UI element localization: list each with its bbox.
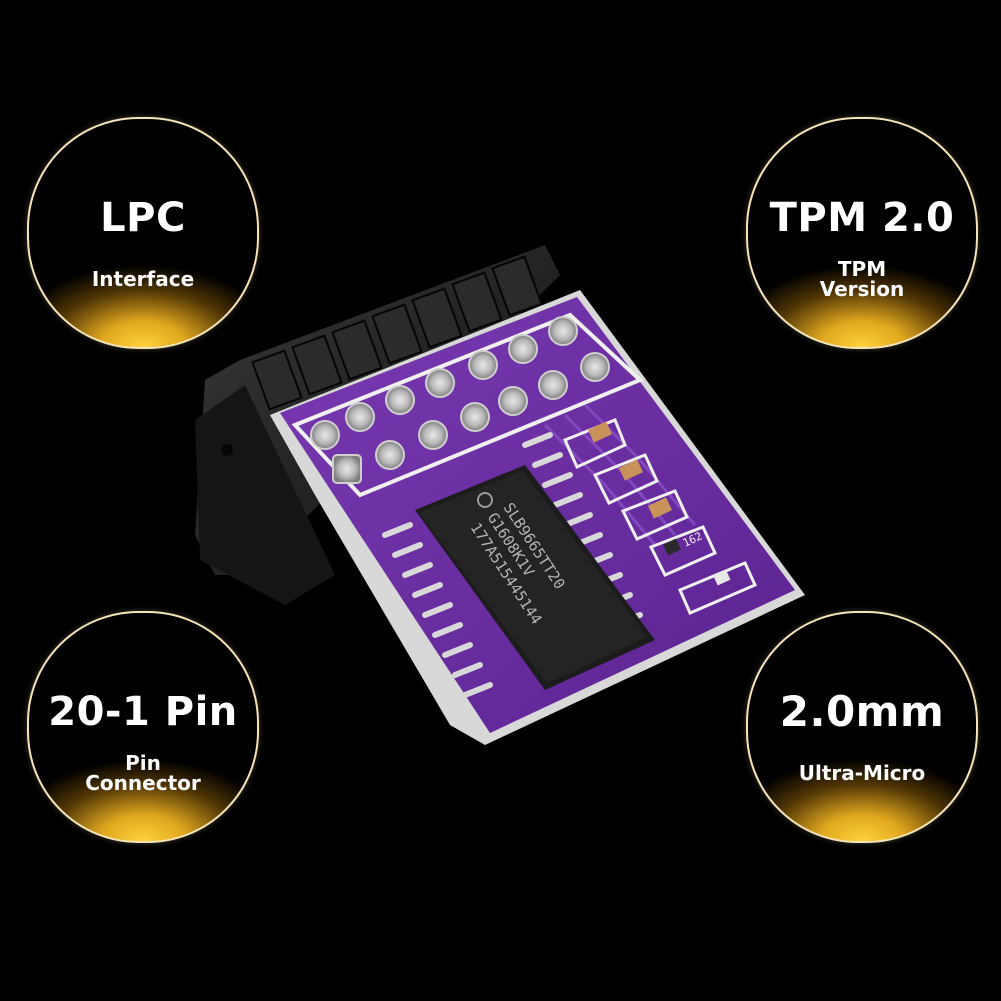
badge-title: 20-1 Pin xyxy=(48,689,238,735)
ultra-micro-badge: 2.0mm Ultra-Micro xyxy=(746,611,978,843)
badge-subtitle-line: Version xyxy=(819,277,905,301)
badge-title: TPM 2.0 xyxy=(769,195,955,241)
tpm-version-badge: TPM 2.0 TPM Version xyxy=(746,117,978,349)
badge-subtitle: Interface xyxy=(91,267,195,291)
tpm-module-image: 162 SLB9665TT20 xyxy=(195,245,805,745)
badge-title: LPC xyxy=(100,195,186,241)
pcb-board: 162 SLB9665TT20 xyxy=(270,290,805,745)
badge-subtitle-line: TPM xyxy=(837,257,887,281)
badge-subtitle: Ultra-Micro xyxy=(798,761,926,785)
pin-connector-badge: 20-1 Pin Pin Connector xyxy=(27,611,259,843)
tpm-chip: SLB9665TT20 G1608K1V 177A515445144 xyxy=(382,432,655,698)
badge-subtitle: TPM Version xyxy=(748,259,976,299)
badge-subtitle-line: Connector xyxy=(85,771,201,795)
badge-title: 2.0mm xyxy=(779,687,945,736)
lpc-interface-badge: LPC Interface xyxy=(27,117,259,349)
badge-subtitle-line: Pin xyxy=(125,751,161,775)
badge-subtitle: Pin Connector xyxy=(29,753,257,793)
